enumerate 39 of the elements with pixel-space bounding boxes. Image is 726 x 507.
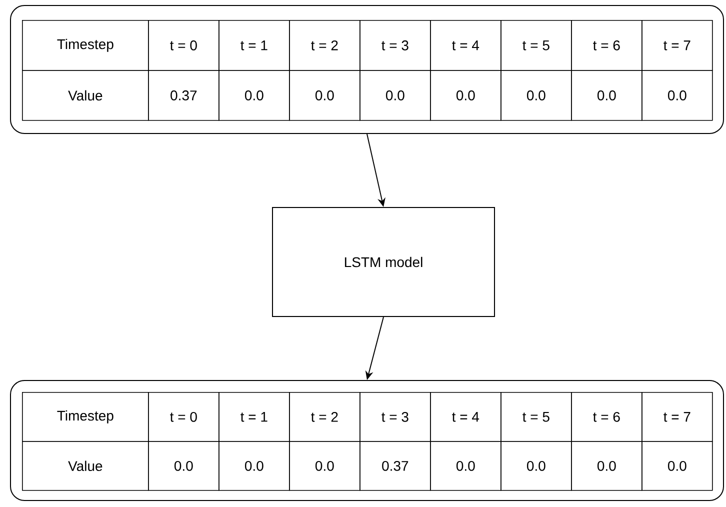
table-cell: t = 6 <box>571 392 642 442</box>
table-cell: t = 5 <box>500 392 572 442</box>
table-cell: 0.0 <box>500 70 572 121</box>
table-cell: Timestep <box>22 20 149 71</box>
table-cell: 0.0 <box>360 70 431 121</box>
table-cell: Value <box>22 70 149 121</box>
table-cell: t = 1 <box>218 392 290 442</box>
table-cell: t = 7 <box>642 392 713 442</box>
table-cell: t = 5 <box>500 20 572 71</box>
table-cell: 0.0 <box>289 70 360 121</box>
table-cell: 0.0 <box>571 70 642 121</box>
table-cell: 0.0 <box>571 441 642 491</box>
table-cell: t = 3 <box>360 20 431 71</box>
table-cell: 0.0 <box>148 441 220 491</box>
table-cell: 0.0 <box>430 441 502 491</box>
table-cell: 0.37 <box>148 70 220 121</box>
table-cell: t = 2 <box>289 392 360 442</box>
table-cell: t = 4 <box>430 20 502 71</box>
table-cell: t = 7 <box>642 20 713 71</box>
table-cell: 0.0 <box>430 70 502 121</box>
table-cell: 0.0 <box>218 441 290 491</box>
table-cell: t = 4 <box>430 392 502 442</box>
table-cell: t = 0 <box>148 392 220 442</box>
table-cell: t = 1 <box>218 20 290 71</box>
table-cell: 0.0 <box>289 441 360 491</box>
table-cell: t = 3 <box>360 392 431 442</box>
table-cell: 0.0 <box>642 70 713 121</box>
table-cell: t = 6 <box>571 20 642 71</box>
table-cell: 0.0 <box>218 70 290 121</box>
table-cell: t = 2 <box>289 20 360 71</box>
table-cell: t = 0 <box>148 20 220 71</box>
table-cell: Value <box>22 441 149 491</box>
table-cell: 0.37 <box>360 441 431 491</box>
table-cell: 0.0 <box>500 441 572 491</box>
table-cell: 0.0 <box>642 441 713 491</box>
rounded-panel <box>10 5 724 134</box>
process-box: LSTM model <box>272 207 495 317</box>
table-cell: Timestep <box>22 392 149 442</box>
rounded-panel <box>10 380 724 501</box>
